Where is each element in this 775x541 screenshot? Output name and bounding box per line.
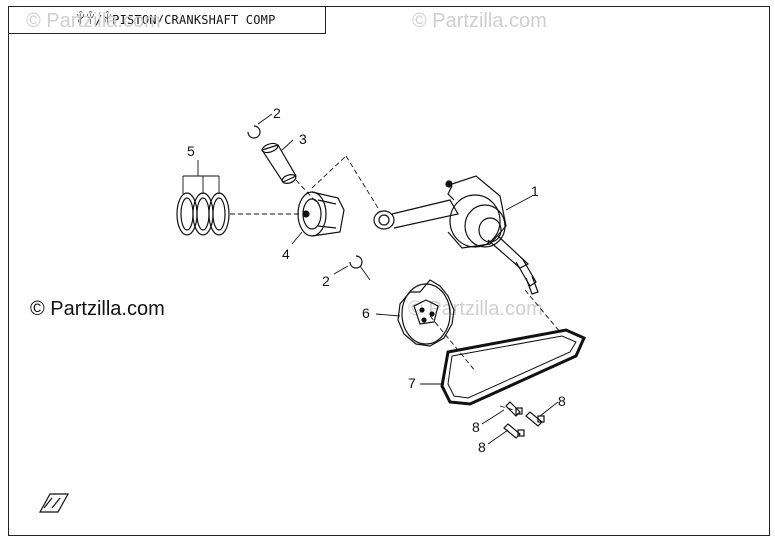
diagram-frame <box>8 6 770 536</box>
callout-4: 4 <box>282 246 290 262</box>
circlips <box>247 125 363 269</box>
callout-6: 6 <box>362 305 370 321</box>
piston-rings <box>176 192 230 236</box>
callout-7: 7 <box>408 375 416 391</box>
callout-1: 1 <box>531 183 539 199</box>
leader-lines <box>182 113 559 445</box>
crankshaft-assembly <box>373 175 539 295</box>
piston <box>297 191 345 237</box>
watermark-center: © Partzilla.com <box>408 298 543 320</box>
drive-chain <box>440 328 586 406</box>
callout-5: 5 <box>187 143 195 159</box>
callout-2-upper: 2 <box>273 105 281 121</box>
copyright-label: © Partzilla.com <box>30 298 165 320</box>
watermark-top-right: © Partzilla.com <box>412 10 547 32</box>
title-box <box>8 6 326 34</box>
piston-pin <box>261 142 297 184</box>
bolts <box>503 401 545 439</box>
sprocket <box>397 279 455 347</box>
callout-2-lower: 2 <box>322 273 330 289</box>
callout-8-right: 8 <box>558 393 566 409</box>
front-arrow-icon <box>38 493 70 513</box>
page-title: ꅌꅌ/ꅌPISTON/CRANKSHAFT COMP <box>76 13 276 27</box>
callout-3: 3 <box>299 131 307 147</box>
assembly-lines <box>230 155 561 411</box>
watermark-top-left: © Partzilla.com <box>26 10 161 32</box>
callout-8-middle: 8 <box>472 419 480 435</box>
callout-8-bottom: 8 <box>478 439 486 455</box>
